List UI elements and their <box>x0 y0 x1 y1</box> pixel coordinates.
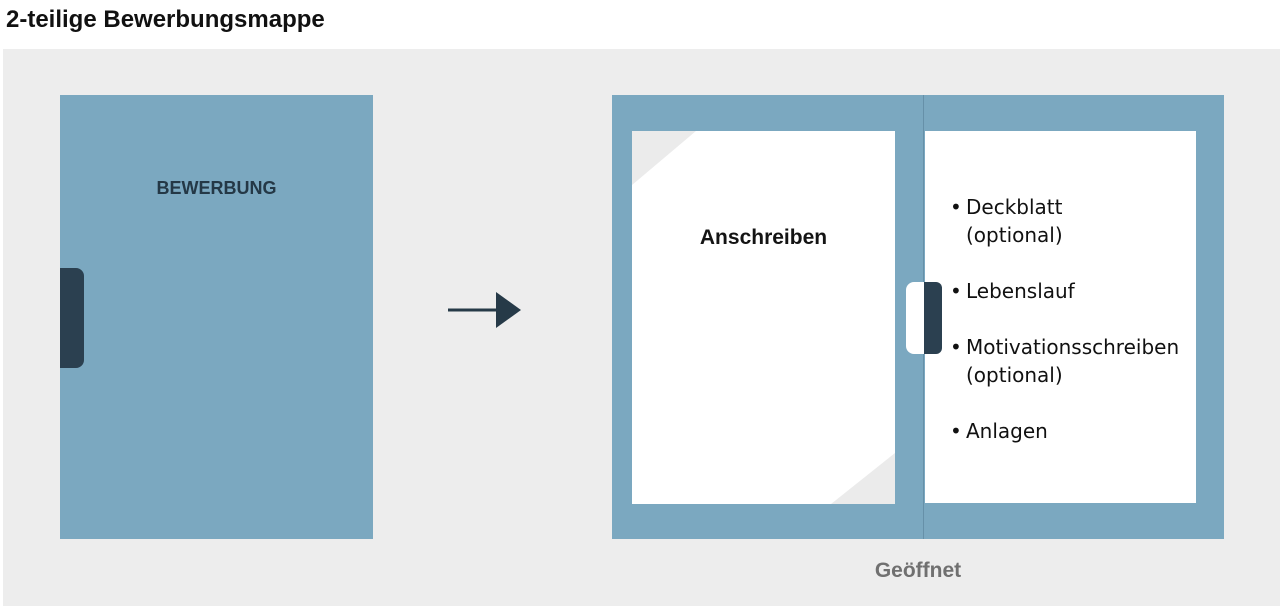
arrow-right-icon <box>448 292 521 328</box>
list-item-note: (optional) <box>966 363 1063 387</box>
closed-folder-clip <box>60 268 84 368</box>
closed-folder-label: BEWERBUNG <box>156 178 277 198</box>
page-title: 2-teilige Bewerbungsmappe <box>6 6 325 33</box>
list-item-label: Lebenslauf <box>966 279 1075 303</box>
list-item: • Lebenslauf <box>950 277 1179 305</box>
list-item: • Anlagen <box>950 417 1179 445</box>
bullet-icon: • <box>950 195 962 219</box>
list-item: • Motivationsschreiben (optional) <box>950 333 1179 389</box>
list-item: • Deckblatt (optional) <box>950 193 1179 249</box>
corner-pocket-top-left <box>632 131 696 185</box>
list-item-note: (optional) <box>966 223 1063 247</box>
right-sheet <box>925 131 1196 503</box>
bullet-icon: • <box>950 279 962 303</box>
list-item-label: Motivationsschreiben <box>966 335 1180 359</box>
corner-pocket-bottom-right <box>831 453 895 504</box>
contents-list: • Deckblatt (optional) • Lebenslauf • Mo… <box>950 193 1179 473</box>
bullet-icon: • <box>950 335 962 359</box>
cover-letter-label: Anschreiben <box>699 226 828 249</box>
opened-caption: Geöffnet <box>874 559 962 582</box>
left-sheet <box>632 131 895 504</box>
bullet-icon: • <box>950 419 962 443</box>
closed-folder <box>60 95 373 539</box>
list-item-label: Deckblatt <box>966 195 1063 219</box>
open-folder-clip <box>924 282 942 354</box>
list-item-label: Anlagen <box>966 419 1048 443</box>
